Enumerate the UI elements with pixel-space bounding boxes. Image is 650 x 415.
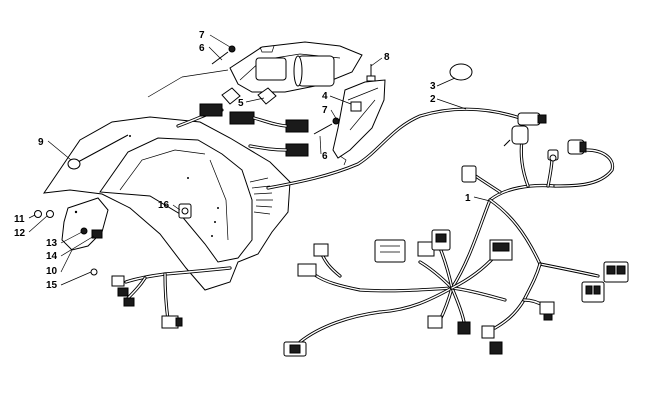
lower-left-harness — [111, 266, 232, 329]
callout-4: 4 — [322, 91, 328, 102]
headlight-right — [332, 79, 386, 166]
hood-shell — [42, 116, 291, 291]
callout-8: 8 — [384, 52, 390, 63]
leader-lines — [28, 34, 491, 286]
callout-1: 1 — [465, 193, 471, 204]
screw-8 — [366, 64, 376, 82]
callout-labels: 7 6 8 3 2 4 5 7 6 9 1 16 11 12 13 14 10 … — [14, 30, 471, 291]
callout-14: 14 — [46, 251, 58, 262]
bulb-boots — [221, 87, 277, 105]
switch-16 — [178, 203, 192, 219]
callout-6-right: 6 — [322, 151, 328, 162]
callout-11: 11 — [14, 214, 25, 225]
headlight-housing-upper — [147, 41, 363, 98]
callout-3: 3 — [430, 81, 436, 92]
washers — [34, 210, 98, 276]
main-wiring-harness — [298, 138, 615, 344]
harness-connectors — [283, 125, 629, 357]
adjuster-screw-right — [313, 117, 340, 135]
callout-9: 9 — [38, 137, 44, 148]
callout-5: 5 — [238, 98, 244, 109]
callout-13: 13 — [46, 238, 58, 249]
callout-15: 15 — [46, 280, 58, 291]
callout-2: 2 — [430, 94, 436, 105]
callout-6-upper: 6 — [199, 43, 205, 54]
long-cable — [266, 107, 547, 190]
adjuster-screw-upper — [211, 45, 236, 65]
callout-7-upper: 7 — [199, 30, 205, 41]
stud-9 — [67, 134, 129, 170]
callout-7-right: 7 — [322, 105, 328, 116]
side-panel — [61, 197, 109, 251]
headlight-connectors — [176, 103, 309, 157]
callout-16: 16 — [158, 200, 170, 211]
snap-ring — [449, 63, 473, 81]
callout-10: 10 — [46, 266, 58, 277]
callout-12: 12 — [14, 228, 26, 239]
